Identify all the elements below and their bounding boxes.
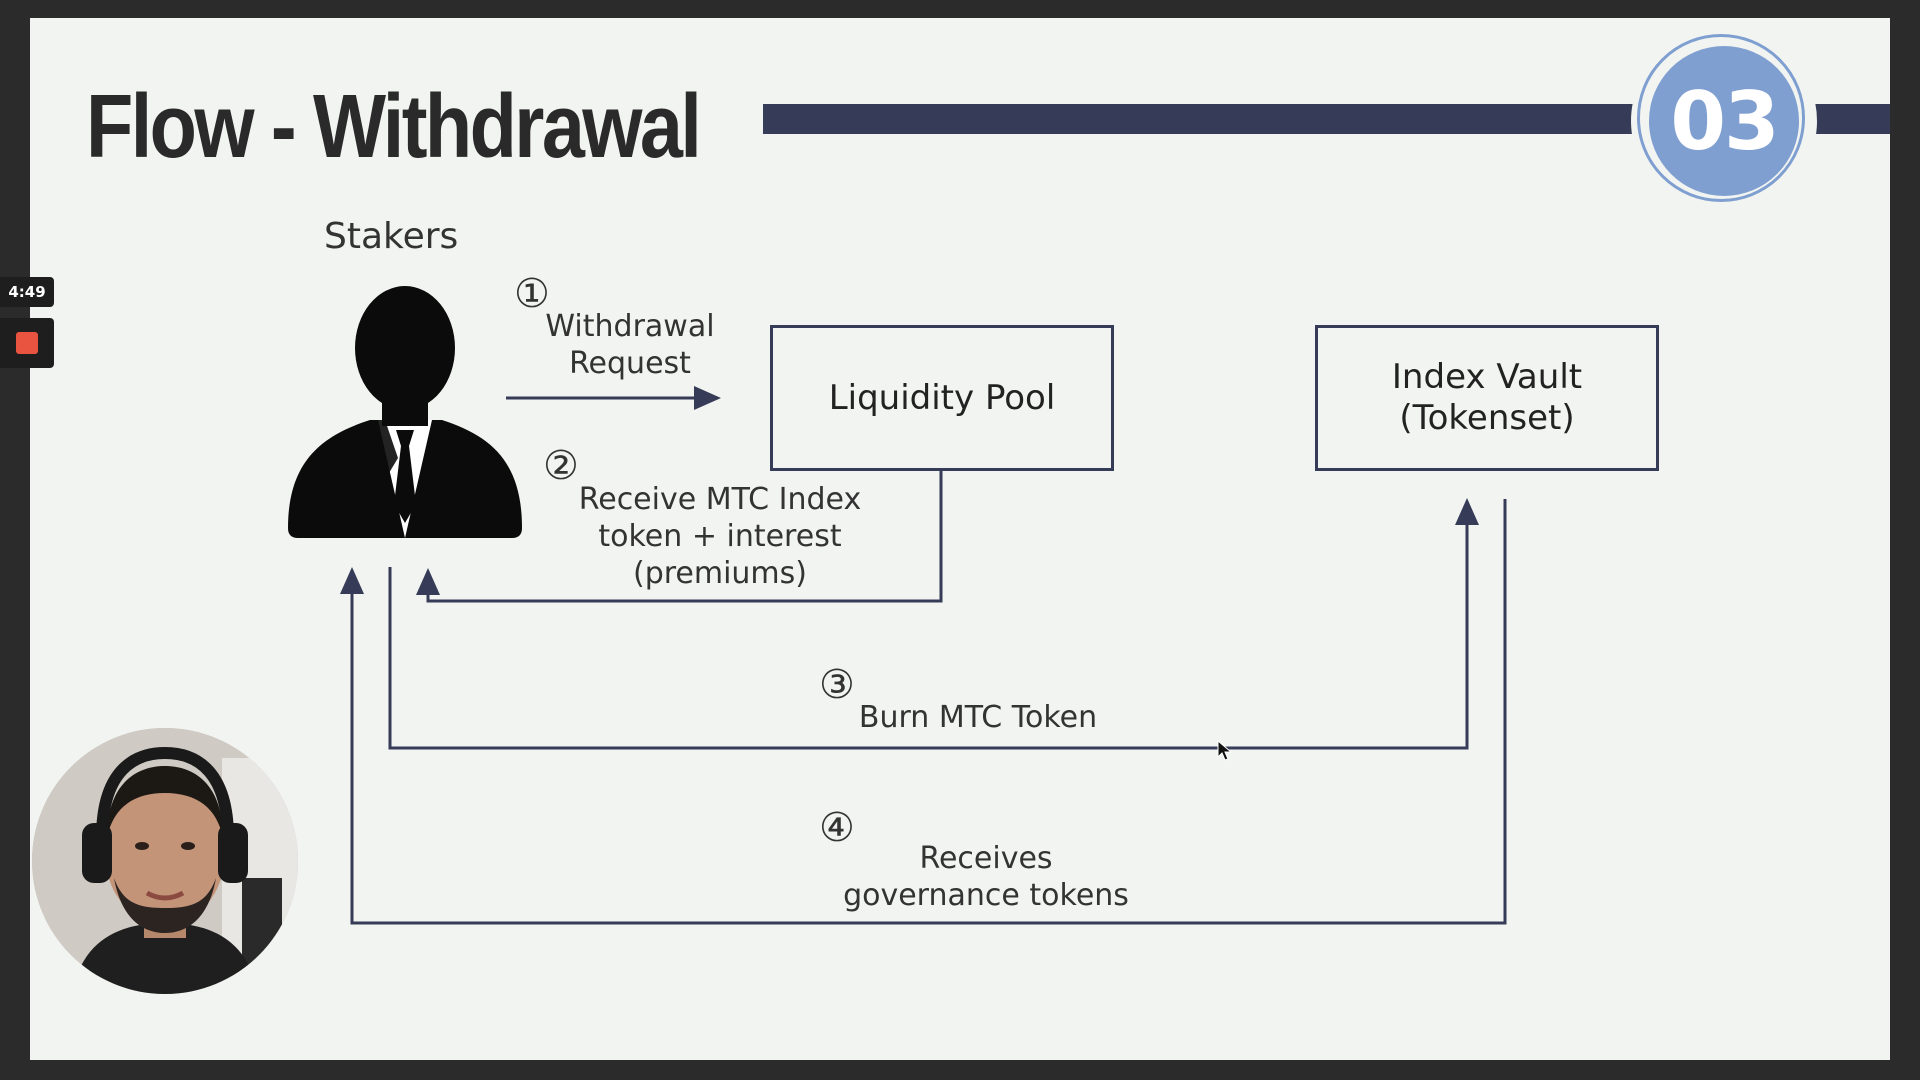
arrow-receive-mtc-index — [416, 469, 943, 603]
step-1-label: Withdrawal Request — [530, 308, 730, 382]
step-4-number: ④ — [819, 805, 855, 851]
step-3-number: ③ — [819, 662, 855, 708]
step-2-number: ② — [543, 443, 579, 489]
liquidity-pool-box: Liquidity Pool — [770, 325, 1114, 471]
stop-icon — [16, 332, 38, 354]
step-3-label: Burn MTC Token — [858, 700, 1098, 735]
index-vault-label-line1: Index Vault — [1391, 357, 1583, 397]
step-4-label-line2: governance tokens — [843, 878, 1129, 913]
step-2-label-line3: (premiums) — [632, 556, 807, 591]
staker-person-icon — [288, 286, 522, 538]
liquidity-pool-label: Liquidity Pool — [828, 377, 1056, 418]
index-vault-label-line2: (Tokenset) — [1399, 398, 1575, 438]
badge-number: 03 — [1649, 46, 1799, 196]
recording-stop-button[interactable] — [0, 318, 54, 368]
slide-number-badge: 03 — [1631, 28, 1817, 214]
step-2-label: Receive MTC Index token + interest (prem… — [560, 481, 880, 592]
flow-connectors — [288, 286, 1507, 925]
mouse-cursor-icon — [1217, 740, 1233, 761]
arrow-receives-governance — [340, 499, 1507, 925]
step-4-label-line1: Receives — [919, 841, 1053, 876]
step-4-label: Receives governance tokens — [836, 840, 1136, 914]
index-vault-box: Index Vault (Tokenset) — [1315, 325, 1659, 471]
step-1-label-line1: Withdrawal — [545, 309, 715, 344]
arrow-burn-mtc-token — [388, 498, 1479, 750]
stakers-label: Stakers — [324, 216, 459, 257]
presenter-avatar — [32, 728, 298, 994]
step-2-label-line1: Receive MTC Index — [578, 482, 862, 517]
presentation-slide: Flow - Withdrawal 03 — [30, 18, 1890, 1060]
step-1-number: ① — [514, 271, 550, 317]
recording-timer: 4:49 — [0, 277, 54, 307]
step-1-label-line2: Request — [569, 346, 691, 381]
slide-title: Flow - Withdrawal — [86, 77, 702, 177]
step-2-label-line2: token + interest — [598, 519, 842, 554]
webcam-video-feed[interactable] — [32, 728, 298, 994]
